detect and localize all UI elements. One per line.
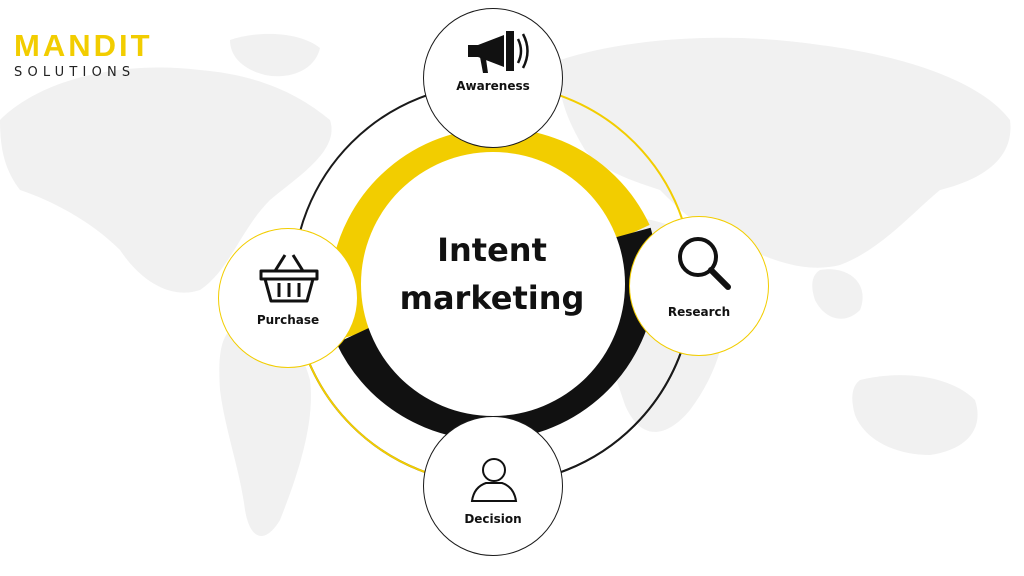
- basket-icon: [259, 254, 319, 303]
- center-title: Intent marketing: [392, 226, 592, 322]
- center-title-line2: marketing: [399, 279, 585, 317]
- center-title-line1: Intent: [437, 231, 547, 269]
- stage-purchase-label: Purchase: [256, 313, 320, 327]
- person-icon: [470, 458, 518, 502]
- stage-purchase: Purchase: [218, 228, 358, 368]
- logo-tagline: SOLUTIONS: [14, 65, 136, 80]
- magnifier-icon: [678, 237, 731, 290]
- stage-awareness-label: Awareness: [456, 79, 530, 93]
- stage-decision: Decision: [423, 416, 563, 556]
- megaphone-icon: [468, 31, 529, 73]
- logo-wordmark: MANDIT: [14, 28, 153, 63]
- company-logo: MANDIT SOLUTIONS: [14, 30, 153, 80]
- stage-research-label: Research: [667, 305, 731, 319]
- stage-decision-label: Decision: [464, 512, 522, 526]
- stage-research: Research: [629, 216, 769, 356]
- stage-awareness: Awareness: [423, 8, 563, 148]
